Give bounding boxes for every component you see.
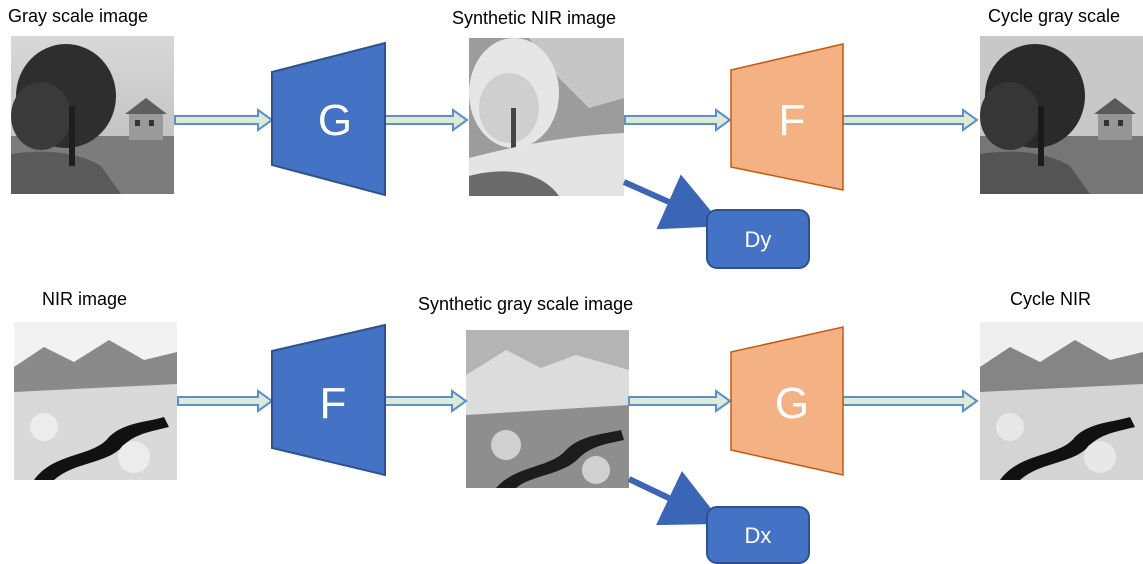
gray-scale-input-image (11, 36, 174, 194)
arrow-f-to-cycle-row1 (842, 108, 979, 132)
row2-input-label: NIR image (42, 289, 128, 309)
row1-synthetic-label: Synthetic NIR image (452, 8, 617, 28)
synthetic-nir-image (469, 38, 624, 196)
arrow-synthetic-to-dx (627, 470, 724, 526)
row1-cycle-label: Cycle gray scale (988, 6, 1121, 26)
arrow-g-to-cycle-row2 (842, 389, 979, 413)
row1-input-label: Gray scale image (8, 6, 149, 26)
arrow-synthetic-to-f-row1 (624, 108, 732, 132)
generator-f-row2-label: F (320, 379, 347, 428)
synthetic-gray-scale-image (466, 330, 629, 488)
row2-synthetic-label: Synthetic gray scale image (418, 294, 634, 314)
arrow-f-to-synthetic-row2 (384, 389, 468, 413)
arrow-g-to-synthetic-row1 (384, 108, 469, 132)
arrow-input-to-f-row2 (177, 389, 274, 413)
discriminator-dx-label: Dx (745, 523, 772, 548)
arrow-synthetic-to-dy (622, 174, 724, 230)
cycle-gray-scale-image (980, 36, 1143, 194)
arrow-input-to-g-row1 (174, 108, 274, 132)
generator-g-row2-label: G (775, 379, 809, 428)
generator-f-row2 (271, 323, 386, 477)
nir-input-image (14, 322, 177, 480)
row2-cycle-label: Cycle NIR (1010, 289, 1092, 309)
discriminator-dx (706, 506, 810, 564)
discriminator-dy (706, 209, 810, 269)
generator-g-row1 (271, 41, 386, 197)
cycle-nir-image (980, 322, 1143, 480)
generator-f-row1 (730, 43, 844, 191)
discriminator-dy-label: Dy (745, 227, 772, 252)
generator-g-row2 (730, 326, 844, 476)
generator-f-row1-label: F (779, 96, 806, 145)
generator-g-row1-label: G (318, 96, 352, 145)
arrow-synthetic-to-g-row2 (628, 389, 732, 413)
